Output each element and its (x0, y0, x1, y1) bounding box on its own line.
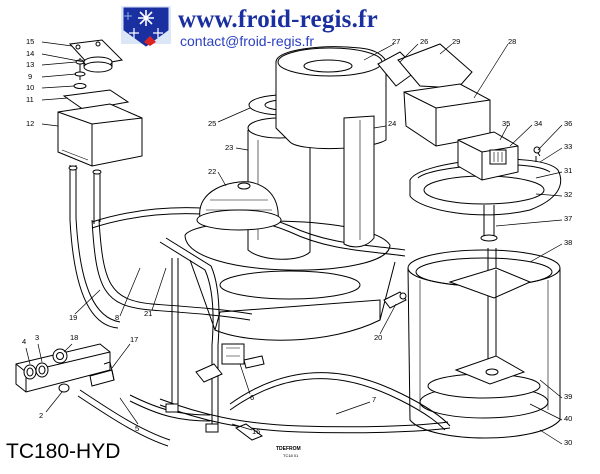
callout-29: 29 (452, 37, 461, 46)
callout-37: 37 (564, 214, 573, 223)
callout-5: 5 (135, 424, 140, 433)
callout-31: 31 (564, 166, 573, 175)
callout-6: 6 (250, 393, 255, 402)
callout-25: 25 (208, 119, 217, 128)
controller-stack (57, 39, 143, 224)
callout-28: 28 (508, 37, 517, 46)
callout-34: 34 (534, 119, 543, 128)
brand-logo (121, 6, 171, 47)
callout-4: 4 (22, 337, 27, 346)
callout-21: 21 (144, 309, 153, 318)
callout-22: 22 (208, 167, 217, 176)
callout-39: 39 (564, 392, 573, 401)
callout-18: 18 (70, 333, 79, 342)
callout-36: 36 (564, 119, 573, 128)
callout-23: 23 (225, 143, 234, 152)
callout-19: 19 (69, 313, 78, 322)
tubing (69, 207, 451, 447)
bowl-assembly (407, 248, 561, 439)
callout-11: 11 (26, 95, 34, 104)
callout-15: 15 (26, 37, 35, 46)
callout-3: 3 (35, 333, 40, 342)
callout-38: 38 (564, 238, 573, 247)
callout-26: 26 (420, 37, 429, 46)
callout-24: 24 (388, 119, 397, 128)
fittings (15, 291, 407, 393)
callout-9: 9 (28, 72, 33, 81)
manufacturer-mark: TDEFROM (276, 446, 301, 452)
contact-email[interactable]: contact@froid-regis.fr (180, 33, 315, 49)
lid-assembly (409, 131, 562, 242)
leader-lines (25, 41, 563, 445)
callout-7: 7 (372, 395, 377, 404)
callout-32: 32 (564, 190, 573, 199)
callout-2: 2 (39, 411, 44, 420)
callout-8: 8 (115, 313, 120, 322)
callout-14: 14 (26, 49, 35, 58)
callout-10: 10 (26, 83, 35, 92)
callout-40: 40 (564, 414, 573, 423)
callout-20: 20 (374, 333, 383, 342)
callout-35: 35 (502, 119, 511, 128)
reference-code: TC18 01 (283, 453, 299, 458)
callout-27: 27 (392, 37, 401, 46)
site-url[interactable]: www.froid-regis.fr (178, 6, 378, 33)
callout-13: 13 (26, 60, 35, 69)
model-name: TC180-HYD (6, 440, 121, 463)
callout-30: 30 (564, 438, 573, 447)
callout-17: 17 (130, 335, 139, 344)
callout-33: 33 (564, 142, 573, 151)
callout-16: 16 (252, 427, 261, 436)
callout-12: 12 (26, 119, 35, 128)
central-assembly (184, 43, 491, 341)
